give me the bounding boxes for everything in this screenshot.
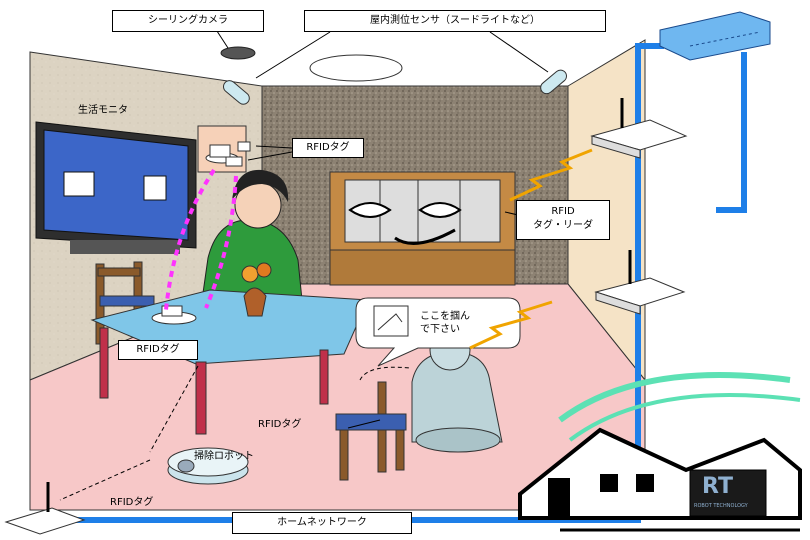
ceiling-light [309,54,403,82]
rfid-reader-line1: RFID [551,206,575,217]
person [201,169,303,301]
indoor-sensor-left-icon [222,80,250,105]
rfid-tag-top-label: RFIDタグ [292,138,364,158]
ceiling-camera-icon [220,46,256,60]
speech-line2: で下さい [420,324,460,335]
cleaning-robot-label: 掃除ロボット [194,451,254,462]
life-monitor-label: 生活モニタ [78,105,128,116]
dining-table [90,262,369,435]
speech-text: ここを掴ん で下さい [420,310,470,336]
rfid-tag-robot-label: RFIDタグ [110,497,154,508]
ceiling-camera-label: シーリングカメラ [112,10,264,32]
rt-logo: RT [702,474,733,499]
rfid-tag-table-label: RFIDタグ [118,340,198,360]
indoor-sensor-right-icon [540,69,567,95]
humanoid-robot [411,317,503,453]
indoor-sensor-label: 屋内測位センサ（スードライトなど） [304,10,606,32]
life-monitor-tv [35,121,197,254]
cabinet [329,171,516,286]
rt-logo-subtitle: ROBOT TECHNOLOGY [694,503,748,509]
speech-line1: ここを掴ん [420,311,470,322]
access-point-3-icon [4,482,86,535]
home-network-cable [60,43,664,523]
cleaning-robot [167,447,249,485]
wireless-signal-1 [509,148,593,202]
rfid-reader-line2: タグ・リーダ [533,220,593,231]
modem-icon [659,11,771,61]
wireless-signal-2 [469,300,553,350]
speech-bubble [355,297,521,367]
home-network-label: ホームネットワーク [232,512,412,534]
access-point-2-icon [594,250,686,315]
rfid-tag-link [164,168,216,311]
access-point-1-icon [590,98,688,159]
rfid-reader-label: RFID タグ・リーダ [516,200,610,240]
coffee-tag-picture [197,125,251,173]
rfid-tag-chair-label: RFIDタグ [258,419,302,430]
house-illustration [518,372,802,532]
